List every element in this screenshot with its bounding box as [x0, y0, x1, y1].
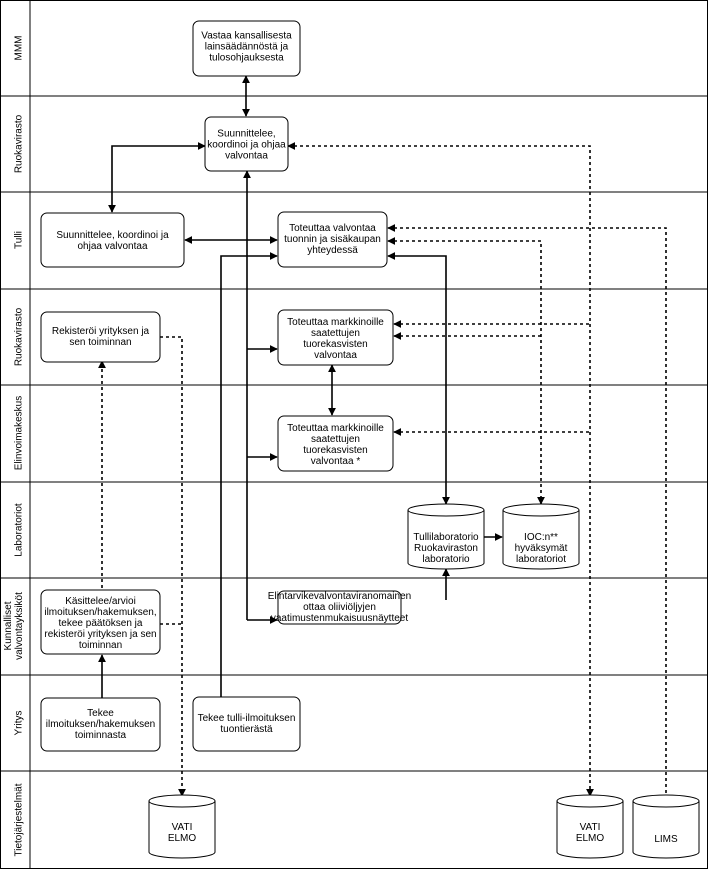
conn-customs-tulliimpl [220, 252, 278, 725]
lane-label-kunnalliset: Kunnallisetvalvontayksiköt [3, 592, 25, 660]
dot-tulliimpl-ioc [387, 237, 545, 505]
lane-label-ruokavirasto-2: Ruokavirasto [14, 307, 25, 366]
conn-tulliimpl-lab [387, 252, 450, 505]
lane-label-yritys: Yritys [14, 711, 25, 736]
dotted-connectors [98, 142, 667, 797]
lane-label-tulli: Tulli [14, 231, 25, 249]
lane-label-elinvoimakeskus: Elinvoimakeskus [14, 396, 25, 470]
lane-label-laboratoriot: Laboratoriot [14, 503, 25, 557]
db-lims-text: LIMS [654, 834, 678, 845]
conn-ruoka-tulliplan [108, 142, 206, 213]
dot-ruoka-vati-right [287, 142, 594, 797]
dot-register-vati-left [160, 336, 186, 797]
dot-tulliimpl-lims [387, 224, 667, 796]
lane-label-tietojarjestelmat: Tietojärjestelmät [14, 783, 25, 856]
lane-label-mmm: MMM [14, 36, 25, 61]
lane-labels: MMM Ruokavirasto Tulli Ruokavirasto Elin… [3, 36, 25, 857]
solid-connectors [98, 75, 503, 725]
db-lims: LIMS [632, 794, 700, 859]
lane-label-ruokavirasto-1: Ruokavirasto [14, 114, 25, 173]
